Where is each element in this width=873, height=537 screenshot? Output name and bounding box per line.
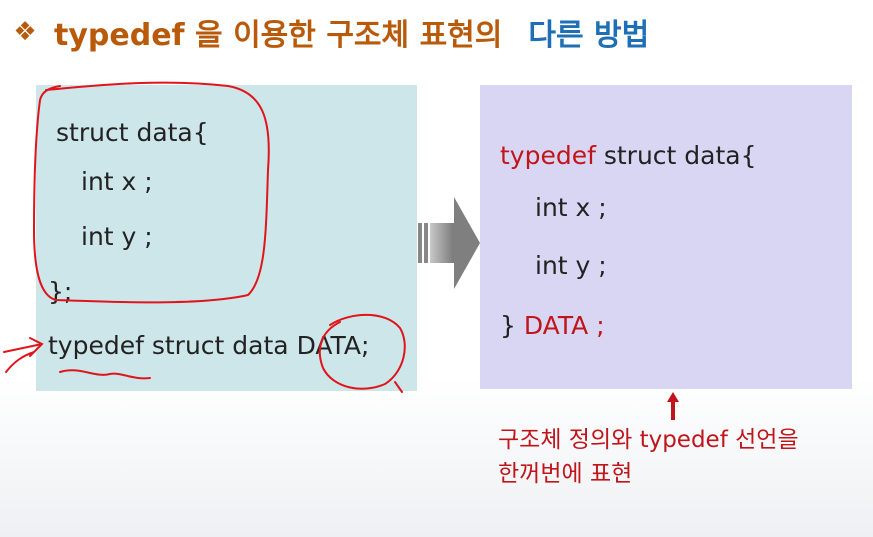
code-line-struct: struct data{: [56, 118, 209, 147]
note-line-2: 한꺼번에 표현: [498, 461, 633, 487]
diamond-bullet-icon: ❖: [13, 17, 37, 47]
combined-code-box: typedef struct data{ int x ; int y ; } D…: [480, 85, 852, 389]
typedef-keyword: typedef: [500, 141, 596, 170]
title-main-text: typedef 을 이용한 구조체 표현의: [54, 18, 503, 53]
original-code-box: struct data{ int x ; int y ; }; typedef …: [36, 85, 417, 391]
closing-brace: }: [500, 311, 524, 340]
right-arrow-icon: [418, 197, 480, 289]
semicolon: ;: [360, 331, 370, 360]
typedef-statement-text: typedef struct data: [48, 331, 297, 360]
type-name-data: DATA ;: [523, 311, 605, 340]
code-line-int-x: int x ;: [535, 193, 607, 222]
code-line-close: };: [48, 277, 73, 306]
struct-decl-text: struct data{: [595, 141, 757, 170]
code-line-close-typedef: } DATA ;: [500, 311, 605, 340]
explanation-note: 구조체 정의와 typedef 선언을 한꺼번에 표현: [498, 423, 858, 491]
title-accent-text: 다른 방법: [528, 18, 650, 53]
up-arrow-icon: [667, 392, 679, 420]
code-line-typedef-struct: typedef struct data{: [500, 141, 757, 170]
code-line-int-x: int x ;: [81, 167, 153, 196]
code-line-int-y: int y ;: [535, 251, 607, 280]
slide-title: ❖ typedef 을 이용한 구조체 표현의 다른 방법: [10, 12, 650, 53]
code-line-int-y: int y ;: [81, 222, 153, 251]
code-line-typedef: typedef struct data DATA;: [48, 331, 369, 360]
type-name-data: DATA: [296, 331, 361, 360]
note-line-1: 구조체 정의와 typedef 선언을: [498, 427, 799, 453]
